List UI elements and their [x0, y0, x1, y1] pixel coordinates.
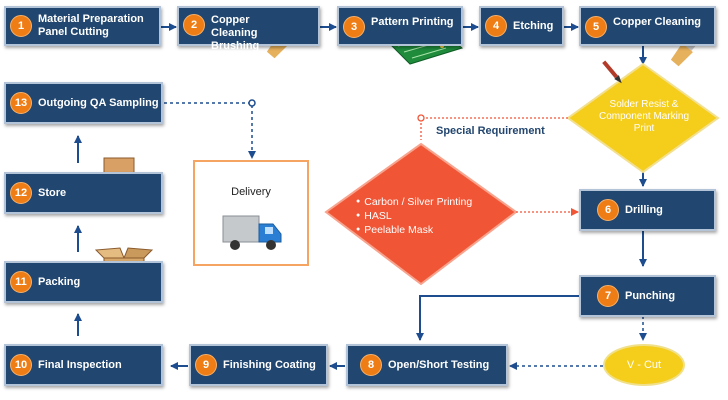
- step-3-pattern-printing: 3 Pattern Printing: [337, 6, 463, 46]
- step-number-badge: 1: [10, 15, 32, 37]
- step-number-badge: 11: [10, 271, 32, 293]
- step-label: Punching: [625, 289, 676, 302]
- step-number-badge: 8: [360, 354, 382, 376]
- connector-dot: [248, 99, 256, 107]
- step-label: Copper Cleaning: [613, 16, 702, 28]
- step-number-badge: 4: [485, 15, 507, 37]
- step-10-final-inspection: 10 Final Inspection: [4, 344, 163, 386]
- step-2-copper-cleaning-brushing: 2 Copper Cleaning Brushing: [177, 6, 320, 52]
- step-11-packing: 11 Packing: [4, 261, 163, 303]
- special-requirement-list: Carbon / Silver Printing HASL Peelable M…: [356, 196, 472, 238]
- paint-brush-icon: [602, 60, 622, 84]
- step-label: Store: [38, 186, 67, 199]
- solder-resist-diamond: [566, 62, 720, 174]
- solder-resist-label: Solder Resist & Component Marking Print: [598, 99, 690, 134]
- step-6-drilling: 6 Drilling: [579, 189, 716, 231]
- step-label: Open/Short Testing: [388, 358, 490, 371]
- vcut-node: V - Cut: [603, 344, 685, 386]
- step-number-badge: 2: [183, 14, 205, 36]
- step-label: Copper Cleaning Brushing: [211, 14, 260, 52]
- step-label: Pattern Printing: [371, 16, 454, 28]
- step-number-badge: 7: [597, 285, 619, 307]
- special-requirement-title: Special Requirement: [436, 125, 545, 137]
- special-dot: [417, 114, 425, 122]
- step-number-badge: 13: [10, 92, 32, 114]
- list-item: Peelable Mask: [356, 224, 472, 238]
- step-number-badge: 9: [195, 354, 217, 376]
- arrow-13-delivery: [164, 102, 256, 159]
- step-label: Finishing Coating: [223, 358, 316, 371]
- step-7-punching: 7 Punching: [579, 275, 716, 317]
- step-12-store: 12 Store: [4, 172, 163, 214]
- delivery-label: Delivery: [231, 186, 271, 198]
- step-label: Final Inspection: [38, 358, 122, 371]
- step-number-badge: 5: [585, 16, 607, 38]
- step-13-outgoing-qa-sampling: 13 Outgoing QA Sampling: [4, 82, 163, 124]
- step-9-finishing-coating: 9 Finishing Coating: [189, 344, 328, 386]
- step-number-badge: 10: [10, 354, 32, 376]
- step-label: Etching: [513, 19, 554, 32]
- step-label: Outgoing QA Sampling: [38, 96, 159, 109]
- step-number-badge: 6: [597, 199, 619, 221]
- list-item: Carbon / Silver Printing: [356, 196, 472, 210]
- step-8-open-short-testing: 8 Open/Short Testing: [346, 344, 508, 386]
- arrow-7-8: [416, 295, 580, 341]
- step-4-etching: 4 Etching: [479, 6, 564, 46]
- step-label: Drilling: [625, 203, 663, 216]
- special-link-top: [420, 117, 568, 140]
- step-5-copper-cleaning: 5 Copper Cleaning: [579, 6, 716, 46]
- delivery-box: Delivery: [193, 160, 309, 266]
- step-1-material-preparation: 1 Material Preparation Panel Cutting: [4, 6, 161, 46]
- step-label: Material Preparation Panel Cutting: [38, 13, 144, 38]
- step-number-badge: 12: [10, 182, 32, 204]
- step-number-badge: 3: [343, 16, 365, 38]
- list-item: HASL: [356, 210, 472, 224]
- step-label: Packing: [38, 275, 81, 288]
- delivery-truck-icon: [222, 215, 282, 250]
